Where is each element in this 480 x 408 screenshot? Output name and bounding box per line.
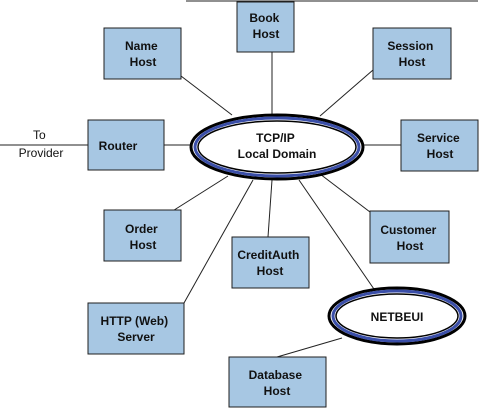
node-label-line-1: Router xyxy=(99,139,138,153)
node-label-line-1: Customer xyxy=(380,223,436,237)
node-box xyxy=(372,27,452,80)
node-label-line-1: Database xyxy=(249,368,303,382)
node-label-line-2: Host xyxy=(130,238,157,252)
node-label-line-2: Server xyxy=(117,330,155,344)
node-label-line-2: Host xyxy=(130,55,157,69)
hub-ring-blue xyxy=(331,289,463,343)
node-label: Name Host xyxy=(125,39,161,69)
node-label-line-2: Host xyxy=(253,27,280,41)
node-database-host: Database Host xyxy=(228,356,327,408)
node-box xyxy=(103,209,182,262)
node-box xyxy=(236,1,295,53)
hub-tcpip-local-domain: TCP/IP Local Domain xyxy=(189,113,365,181)
provider-label-line-2: Provider xyxy=(19,146,64,160)
hub-ring-blue xyxy=(193,116,361,178)
hub-ring-inner xyxy=(335,293,459,339)
node-label: Service Host xyxy=(417,131,463,161)
link-session xyxy=(319,69,374,117)
hub-netbeui: NETBEUI xyxy=(327,286,467,346)
node-name-host: Name Host xyxy=(103,27,182,80)
node-label-line-1: Session xyxy=(387,39,433,53)
hub-label-line-1: NETBEUI xyxy=(371,310,424,324)
node-label: Session Host xyxy=(387,39,436,69)
node-box xyxy=(87,119,165,171)
node-box xyxy=(400,119,479,172)
node-order-host: Order Host xyxy=(103,209,182,262)
provider-label: To Provider xyxy=(19,128,64,160)
provider-label-line-1: To xyxy=(33,128,46,142)
node-box xyxy=(228,356,327,408)
node-box xyxy=(231,236,310,289)
node-session-host: Session Host xyxy=(372,27,452,80)
node-label: CreditAuth Host xyxy=(237,248,302,278)
link-netbeui xyxy=(298,179,377,293)
node-label-line-2: Host xyxy=(264,384,291,398)
link-customer xyxy=(319,173,371,213)
node-book-host: Book Host xyxy=(236,1,295,53)
node-box xyxy=(87,302,185,355)
node-customer-host: Customer Host xyxy=(369,210,450,264)
link-database xyxy=(276,337,343,358)
link-creditauth xyxy=(267,179,273,238)
node-label-line-1: CreditAuth xyxy=(237,248,299,262)
node-label-line-1: HTTP (Web) xyxy=(101,314,169,328)
node-label: Customer Host xyxy=(380,223,439,253)
link-name xyxy=(180,75,233,116)
node-label-line-2: Host xyxy=(257,264,284,278)
node-label: Database Host xyxy=(249,368,306,398)
node-label-line-2: Host xyxy=(427,147,454,161)
hub-ring-inner xyxy=(197,120,357,174)
node-label: Book Host xyxy=(249,11,282,41)
hub-label-line-1: TCP/IP xyxy=(256,131,295,145)
node-creditauth-host: CreditAuth Host xyxy=(231,236,310,289)
hub-label: NETBEUI xyxy=(371,310,424,324)
hub-label-line-2: Local Domain xyxy=(238,147,317,161)
node-box xyxy=(369,210,450,264)
node-http-web-server: HTTP (Web) Server xyxy=(87,302,185,355)
node-label: HTTP (Web) Server xyxy=(101,314,172,344)
node-label-line-2: Host xyxy=(399,55,426,69)
link-order xyxy=(170,175,229,213)
node-router: Router xyxy=(87,119,165,171)
link-http xyxy=(183,179,254,304)
node-label-line-1: Book xyxy=(249,11,279,25)
node-box xyxy=(103,27,182,80)
node-label-line-1: Order xyxy=(125,222,158,236)
hub-label: TCP/IP Local Domain xyxy=(238,131,317,161)
node-service-host: Service Host xyxy=(400,119,479,172)
node-label-line-1: Name xyxy=(125,39,158,53)
node-label-line-2: Host xyxy=(397,239,424,253)
node-label-line-1: Service xyxy=(417,131,460,145)
node-label: Order Host xyxy=(125,222,161,252)
node-label: Router xyxy=(99,139,138,153)
